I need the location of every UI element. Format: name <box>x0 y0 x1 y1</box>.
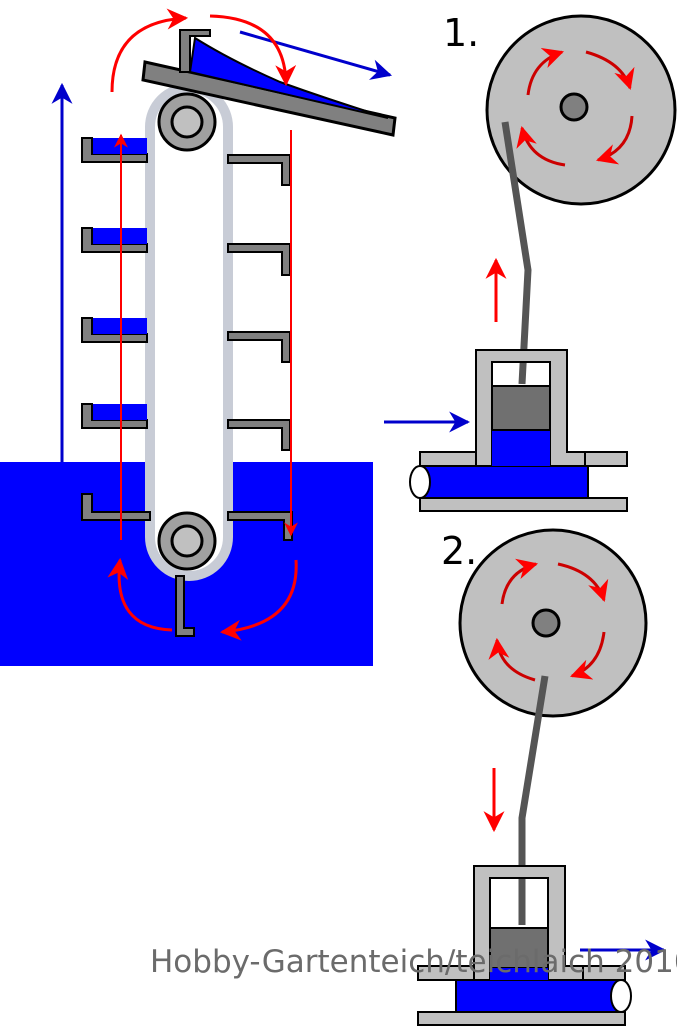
step-one-label: 1. <box>443 11 479 55</box>
top-left-rotation-arrow <box>110 8 189 93</box>
bottom-right-rotation-arrow <box>219 559 298 641</box>
bucket <box>81 493 151 521</box>
drive-wheel-2-axle <box>531 608 561 638</box>
pump-2 <box>417 865 632 1026</box>
descending-buckets <box>175 154 293 637</box>
rotation-arrow <box>585 50 635 91</box>
credit-text: Hobby-Gartenteich/teichlaich 2010 <box>150 944 677 980</box>
rotation-arrow <box>516 125 566 167</box>
pump-2-bottom-rail <box>417 1011 626 1026</box>
pump-1 <box>409 349 628 512</box>
rotation-arrow <box>557 562 609 602</box>
chute-lip <box>179 29 211 73</box>
conveyor-belt <box>145 83 233 581</box>
bottom-wheel-hub <box>170 524 204 558</box>
pump-1-bottom-rail <box>419 497 628 512</box>
pump-2-water-pipe <box>455 979 624 1013</box>
top-right-rotation-arrow <box>209 14 297 87</box>
bucket <box>227 243 291 276</box>
bucket <box>227 154 291 186</box>
rotation-arrow <box>526 48 564 96</box>
connecting-rod-2 <box>518 675 549 925</box>
bottom-left-rotation-arrow <box>107 557 173 632</box>
pump-1-piston <box>491 385 551 431</box>
rotation-arrow <box>500 558 539 605</box>
rotation-arrow <box>595 115 634 165</box>
pump-2-pipe-end <box>610 979 632 1013</box>
pump-2-chamber-water <box>490 968 548 980</box>
pump-1-chamber-water <box>492 430 550 466</box>
top-wheel-hub <box>170 105 204 139</box>
drive-wheel-1-axle <box>559 92 589 122</box>
pump-1-water-pipe <box>419 465 589 499</box>
outflow-arrow <box>239 30 393 80</box>
ascending-buckets <box>81 137 151 521</box>
step-two-label: 2. <box>441 529 477 573</box>
bucket <box>175 575 195 637</box>
connecting-rod-1 <box>501 121 532 385</box>
bucket <box>227 419 291 451</box>
bucket <box>227 331 291 363</box>
rotation-arrow <box>570 631 606 680</box>
pump-1-pipe-end <box>409 465 431 499</box>
rotation-arrow <box>488 637 536 682</box>
